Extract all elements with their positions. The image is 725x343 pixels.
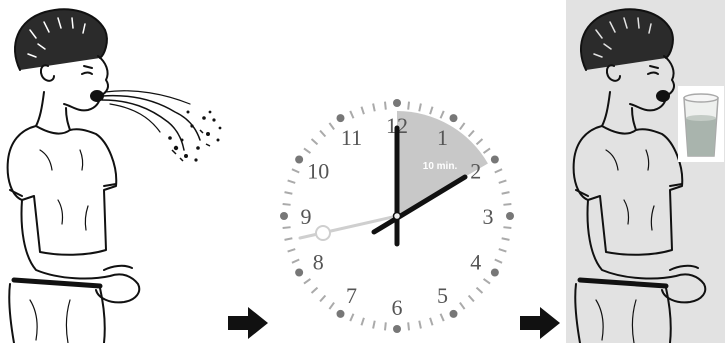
hour-marker bbox=[491, 269, 499, 277]
hour-marker bbox=[491, 156, 499, 164]
step-vomiting-panel bbox=[0, 0, 230, 343]
clock-number: 11 bbox=[341, 125, 362, 150]
hour-marker bbox=[295, 269, 303, 277]
minute-marker bbox=[503, 227, 511, 228]
minute-marker bbox=[283, 204, 291, 205]
clock-number: 1 bbox=[437, 125, 448, 150]
hour-marker bbox=[337, 310, 345, 318]
hour-marker bbox=[280, 212, 288, 220]
glass-of-water-icon bbox=[678, 86, 724, 162]
clock-number: 2 bbox=[470, 159, 481, 184]
hour-marker bbox=[393, 99, 401, 107]
clock-number: 6 bbox=[392, 295, 403, 320]
vomiting-boy-icon bbox=[0, 0, 230, 343]
wait-time-label: 10 min. bbox=[423, 161, 458, 172]
next-step-arrow bbox=[518, 306, 562, 340]
clock-number: 4 bbox=[470, 250, 481, 275]
hour-marker bbox=[393, 325, 401, 333]
hour-marker bbox=[337, 114, 345, 122]
hour-marker bbox=[450, 114, 458, 122]
clock-center bbox=[394, 213, 401, 220]
boy-drinking-icon bbox=[566, 0, 725, 343]
next-step-arrow bbox=[226, 306, 270, 340]
hour-marker bbox=[450, 310, 458, 318]
minute-marker bbox=[385, 322, 386, 330]
clock-number: 9 bbox=[301, 204, 312, 229]
minute-marker bbox=[385, 102, 386, 110]
minute-marker bbox=[408, 322, 409, 330]
right-arrow-icon bbox=[518, 306, 562, 340]
hour-marker bbox=[295, 156, 303, 164]
clock-number: 5 bbox=[437, 283, 448, 308]
clock-number: 10 bbox=[307, 159, 329, 184]
hour-marker bbox=[506, 212, 514, 220]
clock-number: 3 bbox=[483, 204, 494, 229]
clock-number: 7 bbox=[346, 283, 357, 308]
step-drink-panel bbox=[566, 0, 725, 343]
minute-marker bbox=[503, 204, 511, 205]
minute-marker bbox=[283, 227, 291, 228]
clock-number: 8 bbox=[313, 250, 324, 275]
minute-marker bbox=[408, 102, 409, 110]
right-arrow-icon bbox=[226, 306, 270, 340]
